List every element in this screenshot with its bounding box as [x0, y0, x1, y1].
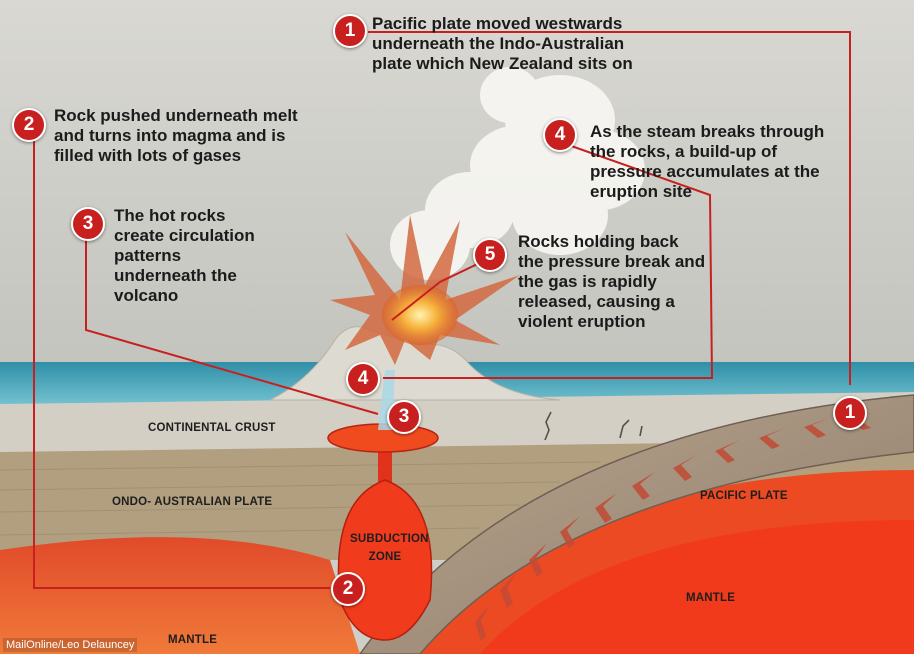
label-indo-australian-plate: ONDO- AUSTRALIAN PLATE — [112, 496, 273, 508]
pacific-plate-slab — [359, 394, 914, 654]
label-mantle-right: MANTLE — [686, 592, 736, 604]
subduction-zone-blob — [337, 479, 433, 641]
diagram-marker-2: 2 — [331, 572, 365, 606]
image-credit: MailOnline/Leo Delauncey — [3, 638, 138, 652]
slab-chevrons — [475, 412, 875, 641]
diagram-marker-3: 3 — [387, 400, 421, 434]
label-mantle-left: MANTLE — [168, 634, 218, 646]
label-pacific-plate: PACIFIC PLATE — [700, 490, 788, 502]
mantle-glow — [480, 520, 914, 654]
diagram-marker-1: 1 — [833, 396, 867, 430]
annotation-2-badge: 2 — [12, 108, 46, 142]
diagram-marker-4: 4 — [346, 362, 380, 396]
annotation-4-badge: 4 — [543, 118, 577, 152]
annotation-3-text: The hot rocks create circulation pattern… — [114, 206, 255, 305]
fireball — [382, 285, 458, 345]
annotation-1-text: Pacific plate moved westwards underneath… — [372, 14, 633, 73]
annotation-2-text: Rock pushed underneath melt and turns in… — [54, 106, 298, 165]
annotation-1-badge: 1 — [333, 14, 367, 48]
label-continental-crust: CONTINENTAL CRUST — [148, 422, 276, 434]
mantle — [0, 537, 360, 654]
leader-lines — [33, 31, 851, 589]
annotation-3-badge: 3 — [71, 207, 105, 241]
label-subduction-zone: SUBDUCTION ZONE — [350, 533, 429, 563]
crust-cracks — [544, 411, 643, 441]
annotation-4-text: As the steam breaks through the rocks, a… — [590, 122, 825, 201]
annotation-5-text: Rocks holding back the pressure break an… — [518, 232, 706, 331]
annotation-5-badge: 5 — [473, 238, 507, 272]
